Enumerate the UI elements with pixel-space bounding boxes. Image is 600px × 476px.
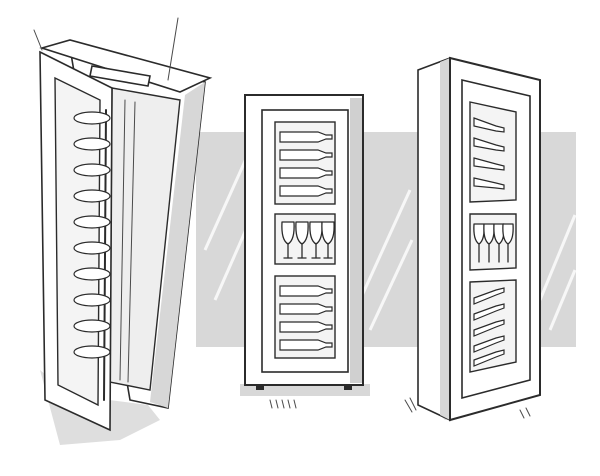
center-floor-hatch [269, 399, 297, 409]
center-top-bottles [279, 131, 333, 197]
center-cabinet-right-shade [350, 98, 362, 383]
right-cabinet [404, 56, 541, 422]
left-cabinet-control-strip [89, 65, 151, 87]
right-cabinet-side-shade [440, 58, 450, 420]
backdrop-highlights [203, 149, 577, 331]
right-bottom-bottles [473, 287, 505, 367]
center-foot-right [344, 385, 352, 390]
center-foot-left [256, 385, 264, 390]
right-floor-hatch [404, 397, 531, 419]
right-wine-glasses [473, 223, 514, 263]
center-cabinet [240, 94, 370, 409]
center-wine-glasses [281, 221, 335, 259]
center-cabinet-shadow [240, 384, 370, 396]
left-cabinet-side-shade [150, 82, 205, 408]
left-cabinet-bottles [73, 111, 111, 359]
center-bottom-bottles [279, 285, 333, 351]
left-cabinet [33, 17, 213, 445]
right-top-bottles [473, 117, 505, 190]
